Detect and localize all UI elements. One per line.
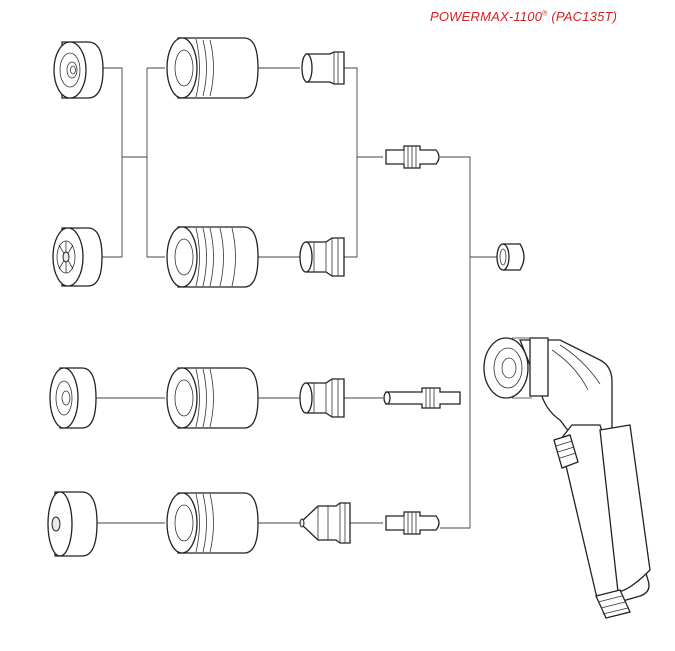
torch-name: (PAC135T) — [551, 9, 618, 24]
diagram-title: POWERMAX-1100® (PAC135T) — [430, 9, 617, 24]
deflector-cup-part — [49, 367, 97, 429]
connector-lines — [95, 67, 497, 529]
electrode-1-part — [385, 145, 440, 169]
electrode-2-part — [383, 387, 461, 409]
retaining-cap-4-part — [166, 492, 259, 554]
electrode-3-part — [385, 511, 440, 535]
model-name: POWERMAX-1100 — [430, 9, 543, 24]
gouging-shield-part — [47, 491, 98, 557]
nozzle-4-part — [299, 502, 351, 544]
shield-standard-part — [52, 227, 103, 287]
swirl-ring-part — [496, 243, 525, 271]
retaining-cap-3-part — [166, 367, 259, 429]
trademark: ® — [542, 10, 548, 18]
torch-body-part — [483, 337, 651, 619]
nozzle-1-part — [301, 51, 345, 85]
shield-drag-part — [53, 41, 104, 99]
retaining-cap-2-part — [166, 226, 259, 288]
nozzle-3-part — [299, 378, 345, 418]
nozzle-2-part — [299, 237, 345, 277]
retaining-cap-1-part — [166, 37, 259, 99]
